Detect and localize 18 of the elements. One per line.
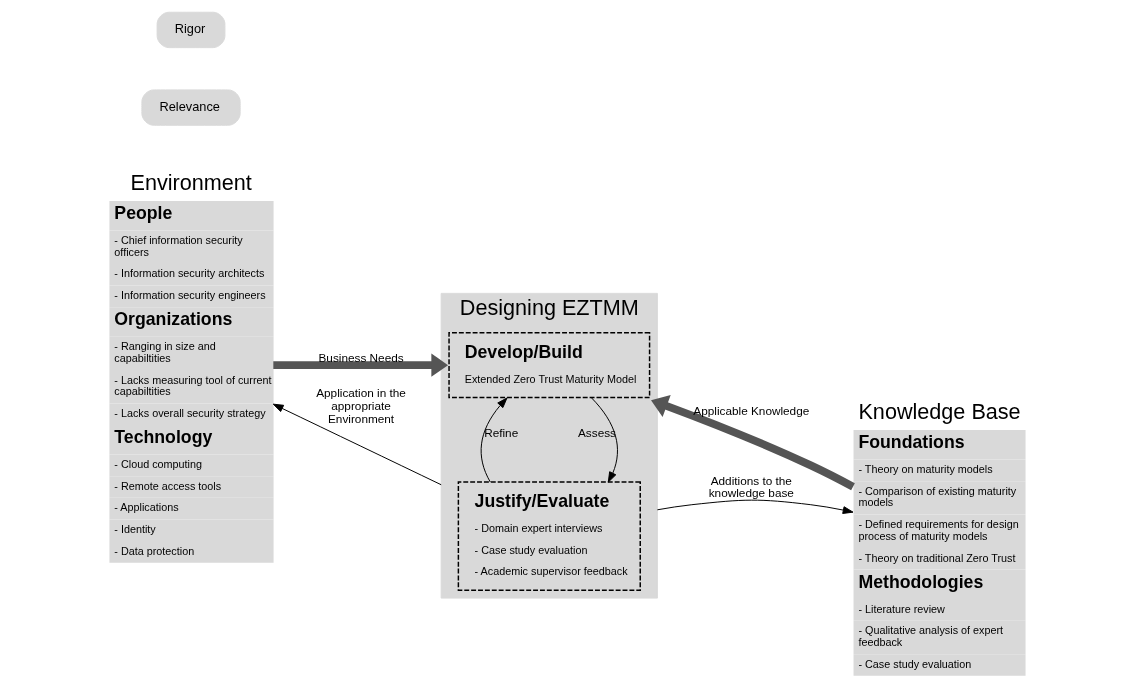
arrow (651, 394, 855, 491)
edge-label: Application in the appropriate Environment (316, 386, 406, 425)
node-box: Develop/Build Extended Zero Trust Maturity Model (448, 331, 651, 399)
edge-label: Additions to the knowledge base (708, 473, 794, 500)
arrow (480, 397, 508, 483)
edge-label: Business Needs (318, 350, 404, 364)
node-box: Rigor (156, 11, 226, 49)
node-label: Environment (130, 169, 252, 195)
edge-label: Applicable Knowledge (693, 403, 810, 417)
arrow (272, 403, 442, 486)
node-box: Justify/Evaluate - Domain expert interviews - Case study evaluation - Academic supervisor feedback (457, 481, 641, 591)
arrow (591, 397, 618, 483)
edge-label: Refine (484, 426, 519, 440)
node-box: Relevance (141, 89, 241, 126)
arrow (273, 353, 449, 377)
arrow (656, 499, 854, 514)
edge-label: Assess (578, 426, 616, 440)
node-label: Knowledge Base (858, 398, 1021, 424)
